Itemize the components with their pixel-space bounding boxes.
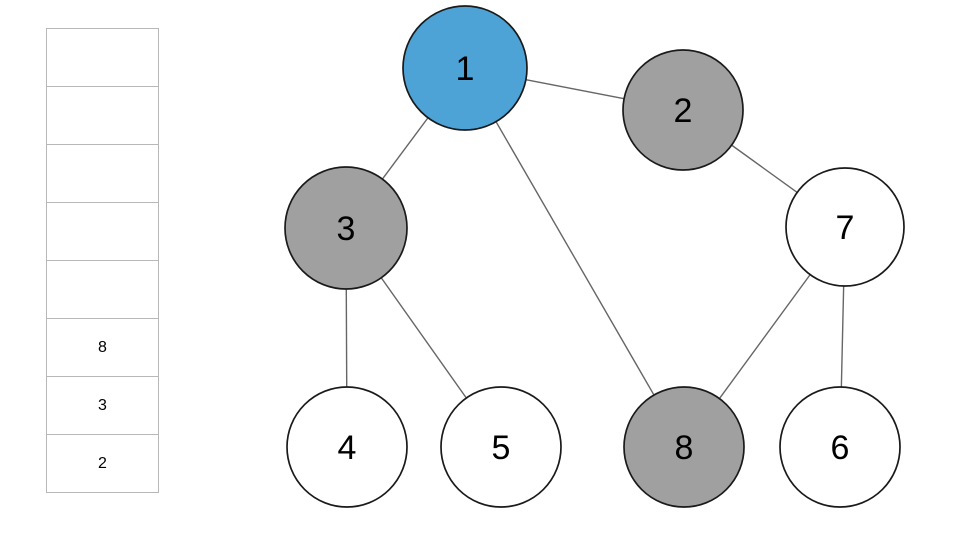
graph-edge-2-7 bbox=[731, 144, 798, 194]
node-circle-1[interactable] bbox=[402, 5, 528, 131]
stack-cell-empty[interactable] bbox=[46, 202, 159, 261]
stack-cell-filled[interactable]: 8 bbox=[46, 318, 159, 377]
node-label-3: 3 bbox=[337, 210, 356, 248]
stack-row: 2 bbox=[46, 434, 159, 493]
stack-row: 3 bbox=[46, 376, 159, 435]
node-circle-3[interactable] bbox=[284, 166, 408, 290]
graph-node-4[interactable]: 4 bbox=[286, 386, 408, 508]
graph-node-1[interactable]: 1 bbox=[402, 5, 528, 131]
node-circle-8[interactable] bbox=[623, 386, 745, 508]
graph-edge-1-8 bbox=[495, 121, 655, 396]
stack-cell-empty[interactable] bbox=[46, 260, 159, 319]
graph-edge-1-2 bbox=[525, 79, 625, 100]
node-label-8: 8 bbox=[675, 429, 694, 467]
stack-cell-empty[interactable] bbox=[46, 28, 159, 87]
node-label-2: 2 bbox=[674, 92, 693, 130]
node-label-7: 7 bbox=[836, 209, 855, 247]
stack-cell-filled[interactable]: 2 bbox=[46, 434, 159, 493]
graph-nodes: 1 2 3 7 4 5 8 6 bbox=[284, 5, 905, 508]
graph-edge-7-8 bbox=[718, 274, 811, 399]
graph-node-3[interactable]: 3 bbox=[284, 166, 408, 290]
node-label-5: 5 bbox=[492, 429, 511, 467]
stack-cell-empty[interactable] bbox=[46, 144, 159, 203]
stack-cell-filled[interactable]: 3 bbox=[46, 376, 159, 435]
node-label-6: 6 bbox=[831, 429, 850, 467]
graph-node-5[interactable]: 5 bbox=[440, 386, 562, 508]
graph-edge-7-6 bbox=[840, 285, 845, 388]
stack-row: 8 bbox=[46, 318, 159, 377]
node-circle-6[interactable] bbox=[779, 386, 901, 508]
node-label-1: 1 bbox=[456, 50, 475, 88]
node-circle-4[interactable] bbox=[286, 386, 408, 508]
stack-row bbox=[46, 28, 159, 87]
stack-row bbox=[46, 144, 159, 203]
node-label-4: 4 bbox=[338, 429, 357, 467]
node-circle-5[interactable] bbox=[440, 386, 562, 508]
node-circle-2[interactable] bbox=[622, 49, 744, 171]
graph-node-6[interactable]: 6 bbox=[779, 386, 901, 508]
stack-row bbox=[46, 202, 159, 261]
graph-node-8[interactable]: 8 bbox=[623, 386, 745, 508]
stack-row bbox=[46, 260, 159, 319]
graph-edges bbox=[345, 79, 845, 399]
graph-node-2[interactable]: 2 bbox=[622, 49, 744, 171]
graph-node-7[interactable]: 7 bbox=[785, 167, 905, 287]
graph-edge-3-5 bbox=[380, 277, 467, 399]
graph-edge-1-3 bbox=[381, 117, 429, 180]
node-circle-7[interactable] bbox=[785, 167, 905, 287]
